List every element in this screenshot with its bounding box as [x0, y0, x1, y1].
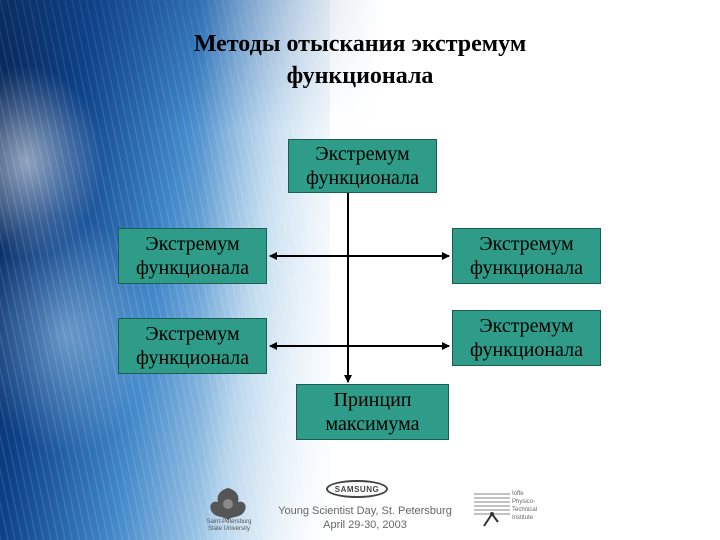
box-low-left-line2: функционала: [136, 346, 249, 370]
box-mid-right-line2: функционала: [470, 256, 583, 280]
box-mid-right: Экстремум функционала: [452, 228, 601, 284]
box-bottom-line2: максимума: [326, 412, 420, 436]
box-mid-left-line1: Экстремум: [145, 232, 239, 256]
box-bottom: Принцип максимума: [296, 384, 449, 440]
box-low-right-line1: Экстремум: [479, 314, 573, 338]
ioffe-logo-text: Ioffe Physico- Technical Institute: [512, 490, 556, 522]
ioffe-logo-line2: Physico-: [512, 498, 556, 506]
footer-line2: April 29-30, 2003: [255, 518, 475, 532]
box-mid-left: Экстремум функционала: [118, 228, 267, 284]
box-low-left: Экстремум функционала: [118, 318, 267, 374]
ioffe-logo-line4: Institute: [512, 514, 556, 522]
box-mid-left-line2: функционала: [136, 256, 249, 280]
ioffe-logo-line1: Ioffe: [512, 490, 556, 498]
box-low-left-line1: Экстремум: [145, 322, 239, 346]
box-mid-right-line1: Экстремум: [479, 232, 573, 256]
box-bottom-line1: Принцип: [334, 388, 412, 412]
box-top-line2: функционала: [306, 166, 419, 190]
box-low-right-line2: функционала: [470, 338, 583, 362]
footer-caption: Young Scientist Day, St. Petersburg Apri…: [255, 504, 475, 532]
box-low-right: Экстремум функционала: [452, 310, 601, 366]
footer-line1: Young Scientist Day, St. Petersburg: [255, 504, 475, 518]
ioffe-institute-logo: [472, 488, 512, 528]
samsung-logo: SAMSUNG: [326, 480, 388, 498]
box-top-line1: Экстремум: [315, 142, 409, 166]
box-top: Экстремум функционала: [288, 139, 437, 193]
ioffe-logo-line3: Technical: [512, 506, 556, 514]
